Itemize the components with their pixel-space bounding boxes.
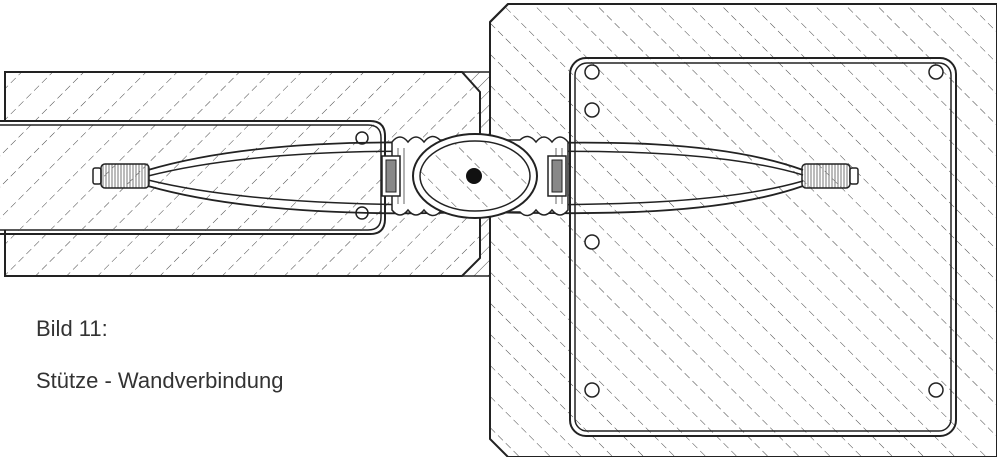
figure-caption-title: Bild 11:: [36, 316, 108, 341]
connecting-pin: [466, 168, 482, 184]
anchor-sleeve-right: [801, 163, 859, 189]
anchor-sleeve-left: [92, 163, 150, 189]
figure-caption-subtitle: Stütze - Wandverbindung: [36, 368, 284, 393]
bearing-plate-right: [547, 155, 567, 197]
bearing-plate-left: [381, 155, 401, 197]
column-element: [489, 3, 997, 457]
